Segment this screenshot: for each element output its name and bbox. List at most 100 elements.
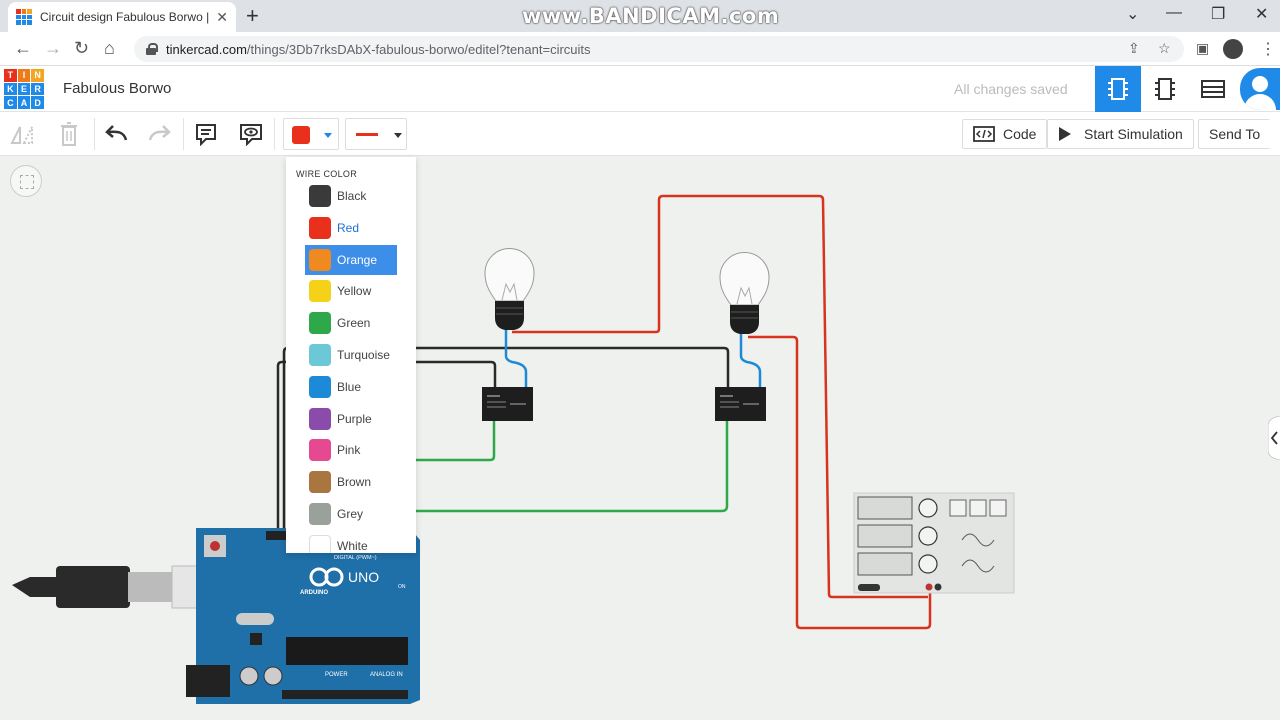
board-model-label: UNO [348,569,379,585]
wire-color-option-label: Orange [337,252,378,267]
schematic-icon [1155,78,1175,100]
logo-letter: D [31,96,44,109]
chevron-left-icon [1267,415,1280,461]
schematic-view-button[interactable] [1142,66,1188,112]
redo-button[interactable] [144,118,176,150]
wire-color-option[interactable]: Purple [305,404,397,434]
tinkercad-favicon-icon [16,9,32,25]
minimize-button[interactable]: — [1166,4,1182,21]
component-list-button[interactable] [1190,66,1236,112]
wire-color-picker[interactable] [283,118,339,150]
chevron-down-icon [324,133,332,138]
start-simulation-label: Start Simulation [1084,126,1183,142]
wire-blue-2 [739,332,762,390]
browser-tab[interactable]: Circuit design Fabulous Borwo | T ✕ [8,2,236,32]
color-swatch-icon [309,185,331,207]
wire-color-option[interactable]: Pink [305,435,397,465]
color-swatch-icon [309,503,331,525]
wire-color-option[interactable]: Black [305,181,397,211]
chevron-down-icon [394,133,402,138]
back-icon[interactable]: ← [14,38,32,58]
logo-letter: K [4,82,17,96]
design-name[interactable]: Fabulous Borwo [63,80,172,97]
code-icon [973,126,995,142]
function-generator-icon [853,492,1015,594]
light-bulb-icon [719,252,770,334]
wire-color-option-label: Yellow [337,284,372,299]
wire-type-icon [356,133,378,136]
notes-visibility-button[interactable] [235,118,267,150]
new-tab-button[interactable]: + [246,3,259,28]
power-pins-label: POWER [325,672,348,678]
bookmark-star-icon[interactable]: ☆ [1158,40,1171,56]
logo-letter: C [4,96,17,109]
wire-color-option[interactable]: Brown [305,467,397,497]
wire-color-option[interactable]: Blue [305,372,397,402]
url-field[interactable]: tinkercad.com/things/3Db7rksDAbX-fabulou… [134,36,1184,62]
color-swatch-icon [309,312,331,335]
fit-view-button[interactable] [10,165,42,197]
browser-menu-icon[interactable]: ⋮ [1260,41,1276,58]
wire-color-option-label: Red [337,220,360,235]
side-panel-handle[interactable] [1267,415,1280,461]
wire-blue-1 [504,330,528,390]
wire-color-option[interactable]: Orange [305,244,397,275]
rotate-button[interactable] [8,118,40,150]
on-led-label: ON [398,584,406,590]
circuit-view-button[interactable] [1095,66,1141,112]
play-icon [1059,127,1071,141]
forward-icon[interactable]: → [44,38,62,58]
wire-red-bottom [748,335,932,630]
logo-letter: A [17,96,31,109]
list-icon [1201,80,1225,98]
home-icon[interactable]: ⌂ [104,38,115,58]
lock-icon [146,43,158,55]
color-swatch-icon [309,471,331,494]
share-icon[interactable]: ⇪ [1128,40,1140,56]
tab-search-chevron-icon[interactable]: ⌄ [1126,6,1140,23]
wire-color-option-label: Purple [337,411,372,426]
wire-color-option[interactable]: Grey [305,499,397,529]
code-button[interactable]: Code [962,119,1048,149]
wire-color-option[interactable]: Red [305,213,397,243]
chip-icon [1108,78,1128,100]
wire-color-option-label: Turquoise [337,348,390,362]
notes-button[interactable] [190,118,222,150]
send-to-button[interactable]: Send To [1198,119,1271,149]
wire-color-option[interactable]: Yellow [305,276,397,306]
wire-red-top [512,194,928,599]
eye-note-icon [240,124,262,146]
wire-color-option[interactable]: White [305,531,397,553]
analog-pins-label: ANALOG IN [370,672,403,678]
close-window-button[interactable]: ✕ [1255,6,1269,23]
undo-button[interactable] [100,118,132,150]
light-bulb-icon [484,248,535,330]
browser-tab-bar: Circuit design Fabulous Borwo | T ✕ + ww… [0,0,1280,32]
wire-color-option-label: Green [337,316,371,331]
browser-profile-avatar[interactable] [1223,39,1243,59]
wire-green-1 [416,418,496,462]
user-avatar[interactable] [1240,68,1280,110]
reload-icon[interactable]: ↻ [74,38,90,58]
usb-cable-icon [12,565,229,609]
start-simulation-button[interactable]: Start Simulation [1047,119,1194,149]
maximize-button[interactable]: ❐ [1211,6,1226,23]
relay-icon [482,387,533,421]
side-panel-icon[interactable]: ▣ [1196,40,1210,56]
wire-type-picker[interactable] [345,118,407,150]
color-swatch-icon [309,248,331,271]
arduino-board [186,528,420,704]
wire-color-option[interactable]: Turquoise [305,340,397,370]
logo-letter: R [31,82,44,96]
current-color-swatch [292,126,310,144]
delete-button[interactable] [53,118,85,150]
wire-color-option-label: Pink [337,443,361,458]
tab-close-icon[interactable]: ✕ [216,8,228,25]
undo-icon [105,125,128,141]
logo-letter: I [17,69,31,82]
wire-color-heading: WIRE COLOR [296,169,358,179]
wire-color-option[interactable]: Green [305,308,397,338]
save-status: All changes saved [954,81,1068,97]
